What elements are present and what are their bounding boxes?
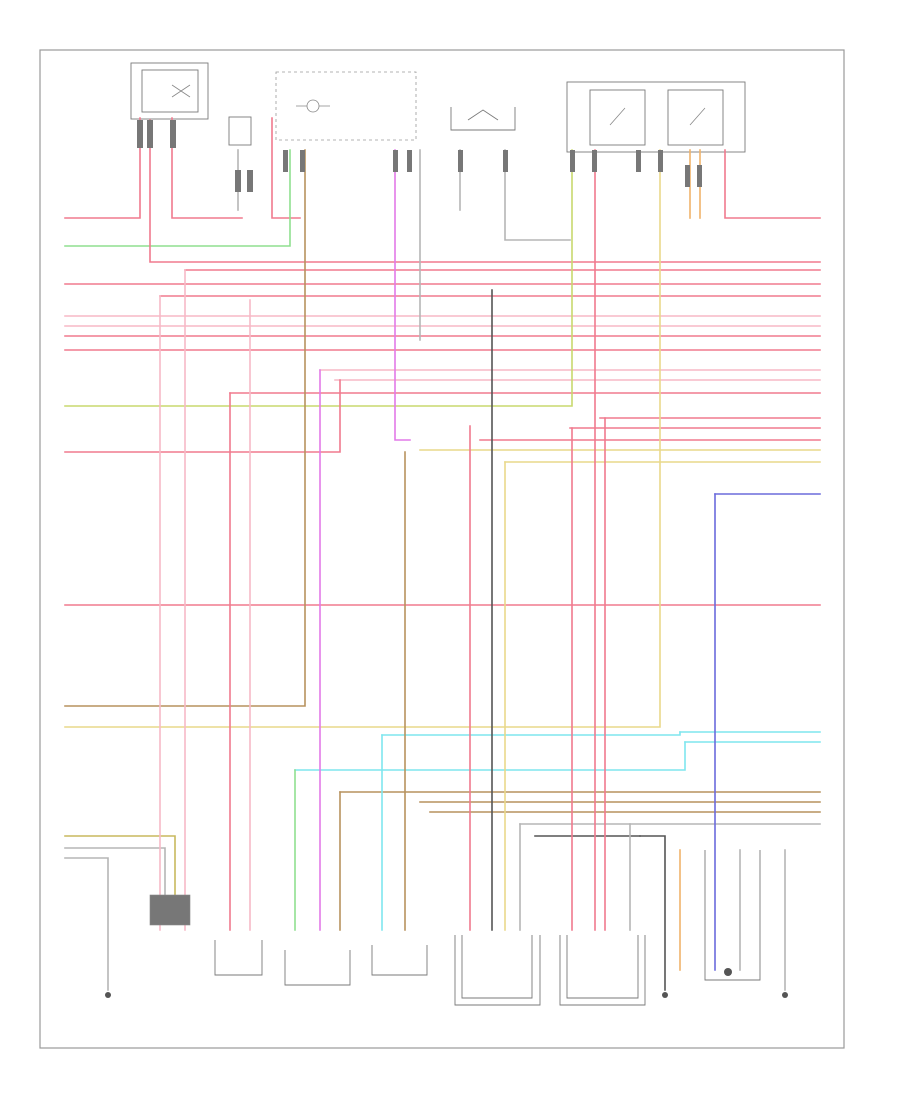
relay-module: [228, 116, 252, 146]
sensor-2: [214, 940, 263, 976]
ground-sensor: [450, 107, 516, 131]
sensor-7: [662, 992, 668, 998]
diagram-frame: [39, 49, 845, 1049]
fuse-box: [275, 71, 417, 141]
sensor-5: [454, 935, 541, 1006]
bus-wires: [64, 117, 821, 991]
sensor-8: [704, 850, 788, 998]
connectors: [137, 120, 702, 926]
sensor-4: [371, 945, 428, 976]
drop-wires: [159, 149, 786, 991]
sensor-3: [284, 950, 351, 986]
sensor-1: [105, 992, 111, 998]
top-left-module: [130, 62, 209, 120]
sensor-6: [559, 935, 646, 1006]
door-switch-block: [566, 81, 746, 153]
